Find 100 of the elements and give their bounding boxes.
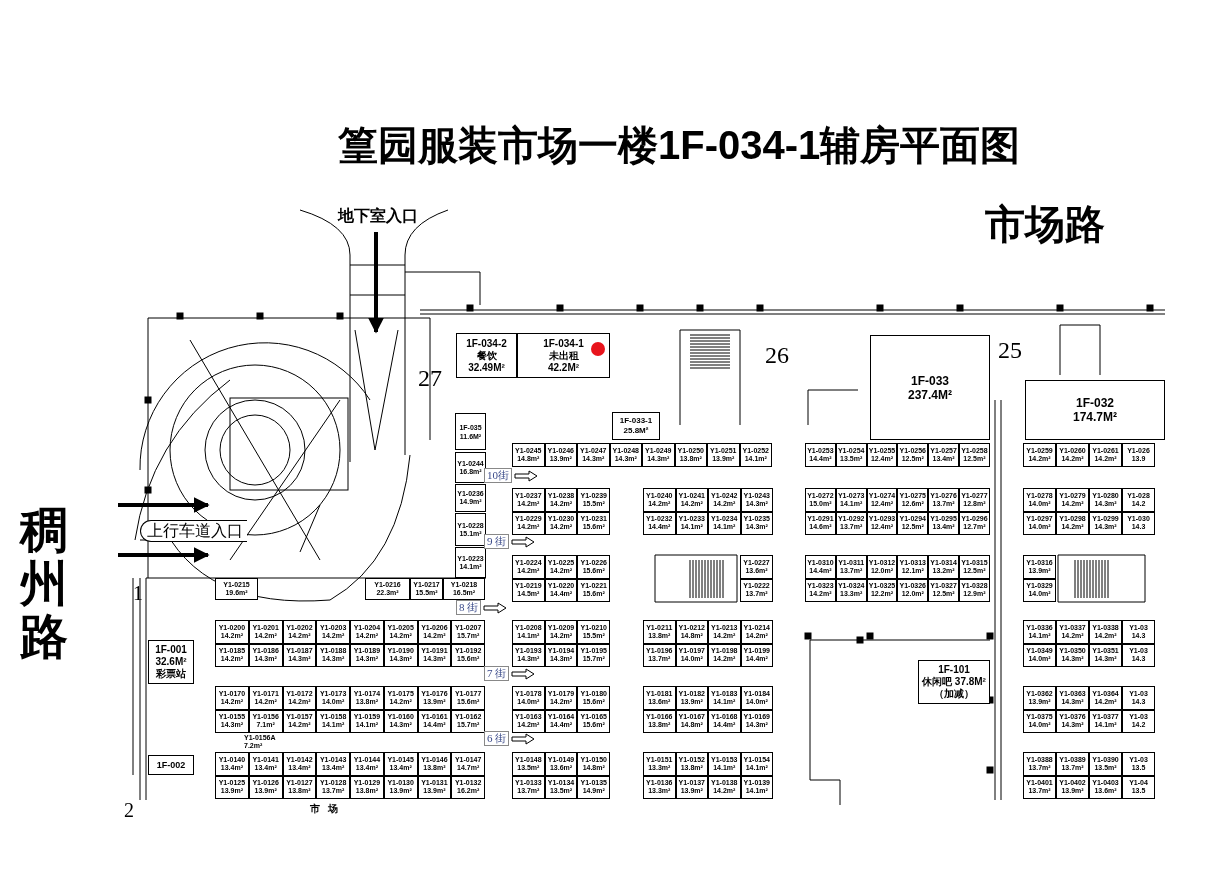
stall-box (350, 643, 384, 667)
room-box (612, 412, 660, 440)
stall-box (282, 752, 317, 776)
stall-box (215, 686, 249, 710)
stall-box (928, 443, 959, 467)
room-label: 32.49M² (468, 361, 505, 374)
stall-box (544, 488, 578, 512)
stall-box (740, 488, 773, 512)
stall-box (707, 443, 740, 467)
stall-box (1023, 443, 1056, 467)
stall-box (417, 686, 452, 710)
stall-box (740, 555, 773, 579)
grid-number: 25 (998, 338, 1022, 362)
room-box (456, 333, 517, 378)
stall-box (1023, 555, 1056, 579)
stall-box (1056, 752, 1089, 776)
stall-box (1089, 443, 1122, 467)
stall-box (740, 752, 773, 776)
grid-number: 26 (765, 343, 789, 367)
stall-box (1056, 775, 1089, 799)
stall-box (643, 686, 676, 710)
stall-box (1089, 643, 1122, 667)
stall-box (708, 686, 741, 710)
stall-box (512, 752, 545, 776)
stall-box (675, 686, 708, 710)
stall-box (544, 620, 578, 644)
stall-box (215, 752, 249, 776)
stall-box (215, 643, 249, 667)
stall-box (577, 578, 611, 602)
room-label: 32.6M² (155, 656, 187, 668)
unit-number: 1F-034-2 (466, 337, 507, 350)
unit-number: 1F-101 (938, 664, 970, 676)
stall-box (928, 488, 959, 512)
stall-box (316, 709, 350, 733)
stall-box (451, 752, 485, 776)
entrance-label: 地下室入口 (338, 208, 418, 224)
stall-box (1089, 775, 1122, 799)
stall-box (350, 752, 384, 776)
stall-box (897, 555, 929, 579)
stall-box (928, 511, 959, 535)
stall-box (577, 752, 611, 776)
area-label: 市场 (310, 804, 346, 814)
stall-box (643, 752, 676, 776)
stall-box (1023, 643, 1056, 667)
stall-box (577, 620, 611, 644)
stall-box (1023, 578, 1056, 602)
aisle-sign: 6 街 (484, 731, 510, 746)
stall-box (451, 686, 485, 710)
stall-box (805, 555, 836, 579)
stall-box (928, 578, 959, 602)
stall-box (643, 511, 676, 535)
stall-box (643, 775, 676, 799)
stall-box (674, 443, 707, 467)
stall-box (609, 443, 642, 467)
stall-box (577, 709, 611, 733)
stall-box (1023, 775, 1056, 799)
stall-box (1122, 709, 1155, 733)
stall-box (835, 488, 867, 512)
stall-box (675, 488, 708, 512)
stall-box (316, 643, 350, 667)
stall-box (740, 686, 773, 710)
stall-box (835, 443, 867, 467)
street-name: 市场路 (985, 204, 1105, 244)
stall-box (455, 484, 486, 512)
stall-box (1023, 709, 1056, 733)
stall-box (544, 752, 578, 776)
room-box (148, 640, 194, 684)
stall-box (350, 775, 384, 799)
unit-number: 1F-034-1 (543, 337, 584, 350)
stall-box (1089, 488, 1122, 512)
stall-box (1056, 511, 1089, 535)
stall-box (577, 775, 611, 799)
unit-number: 1F-002 (156, 759, 186, 771)
stall-box (350, 709, 384, 733)
stall-box (512, 620, 545, 644)
stall-box (365, 578, 410, 600)
room-box (918, 660, 990, 704)
stall-box (451, 709, 485, 733)
stall-box (959, 578, 990, 602)
stall-box (316, 775, 350, 799)
stall-box (1023, 488, 1056, 512)
stall-box (577, 511, 611, 535)
stall-box (866, 488, 898, 512)
stall-box (1056, 443, 1089, 467)
unit-number: 1F-033 (911, 373, 949, 388)
stall-box (282, 620, 317, 644)
stall-box (417, 620, 452, 644)
stall-box (708, 643, 741, 667)
room-label: 休闲吧 37.8M² (922, 676, 986, 688)
stall-box (897, 511, 929, 535)
stall-box (512, 709, 545, 733)
stall-box (1056, 620, 1089, 644)
stall-box (708, 511, 741, 535)
room-label: 174.7M² (1073, 410, 1117, 424)
stall-box (708, 752, 741, 776)
room-box (1025, 380, 1165, 440)
title: 篁园服装市场一楼1F-034-1辅房平面图 (338, 122, 1021, 169)
stall-box (1122, 686, 1155, 710)
street-name: 稠州路 (20, 505, 68, 664)
stall-box (805, 488, 836, 512)
